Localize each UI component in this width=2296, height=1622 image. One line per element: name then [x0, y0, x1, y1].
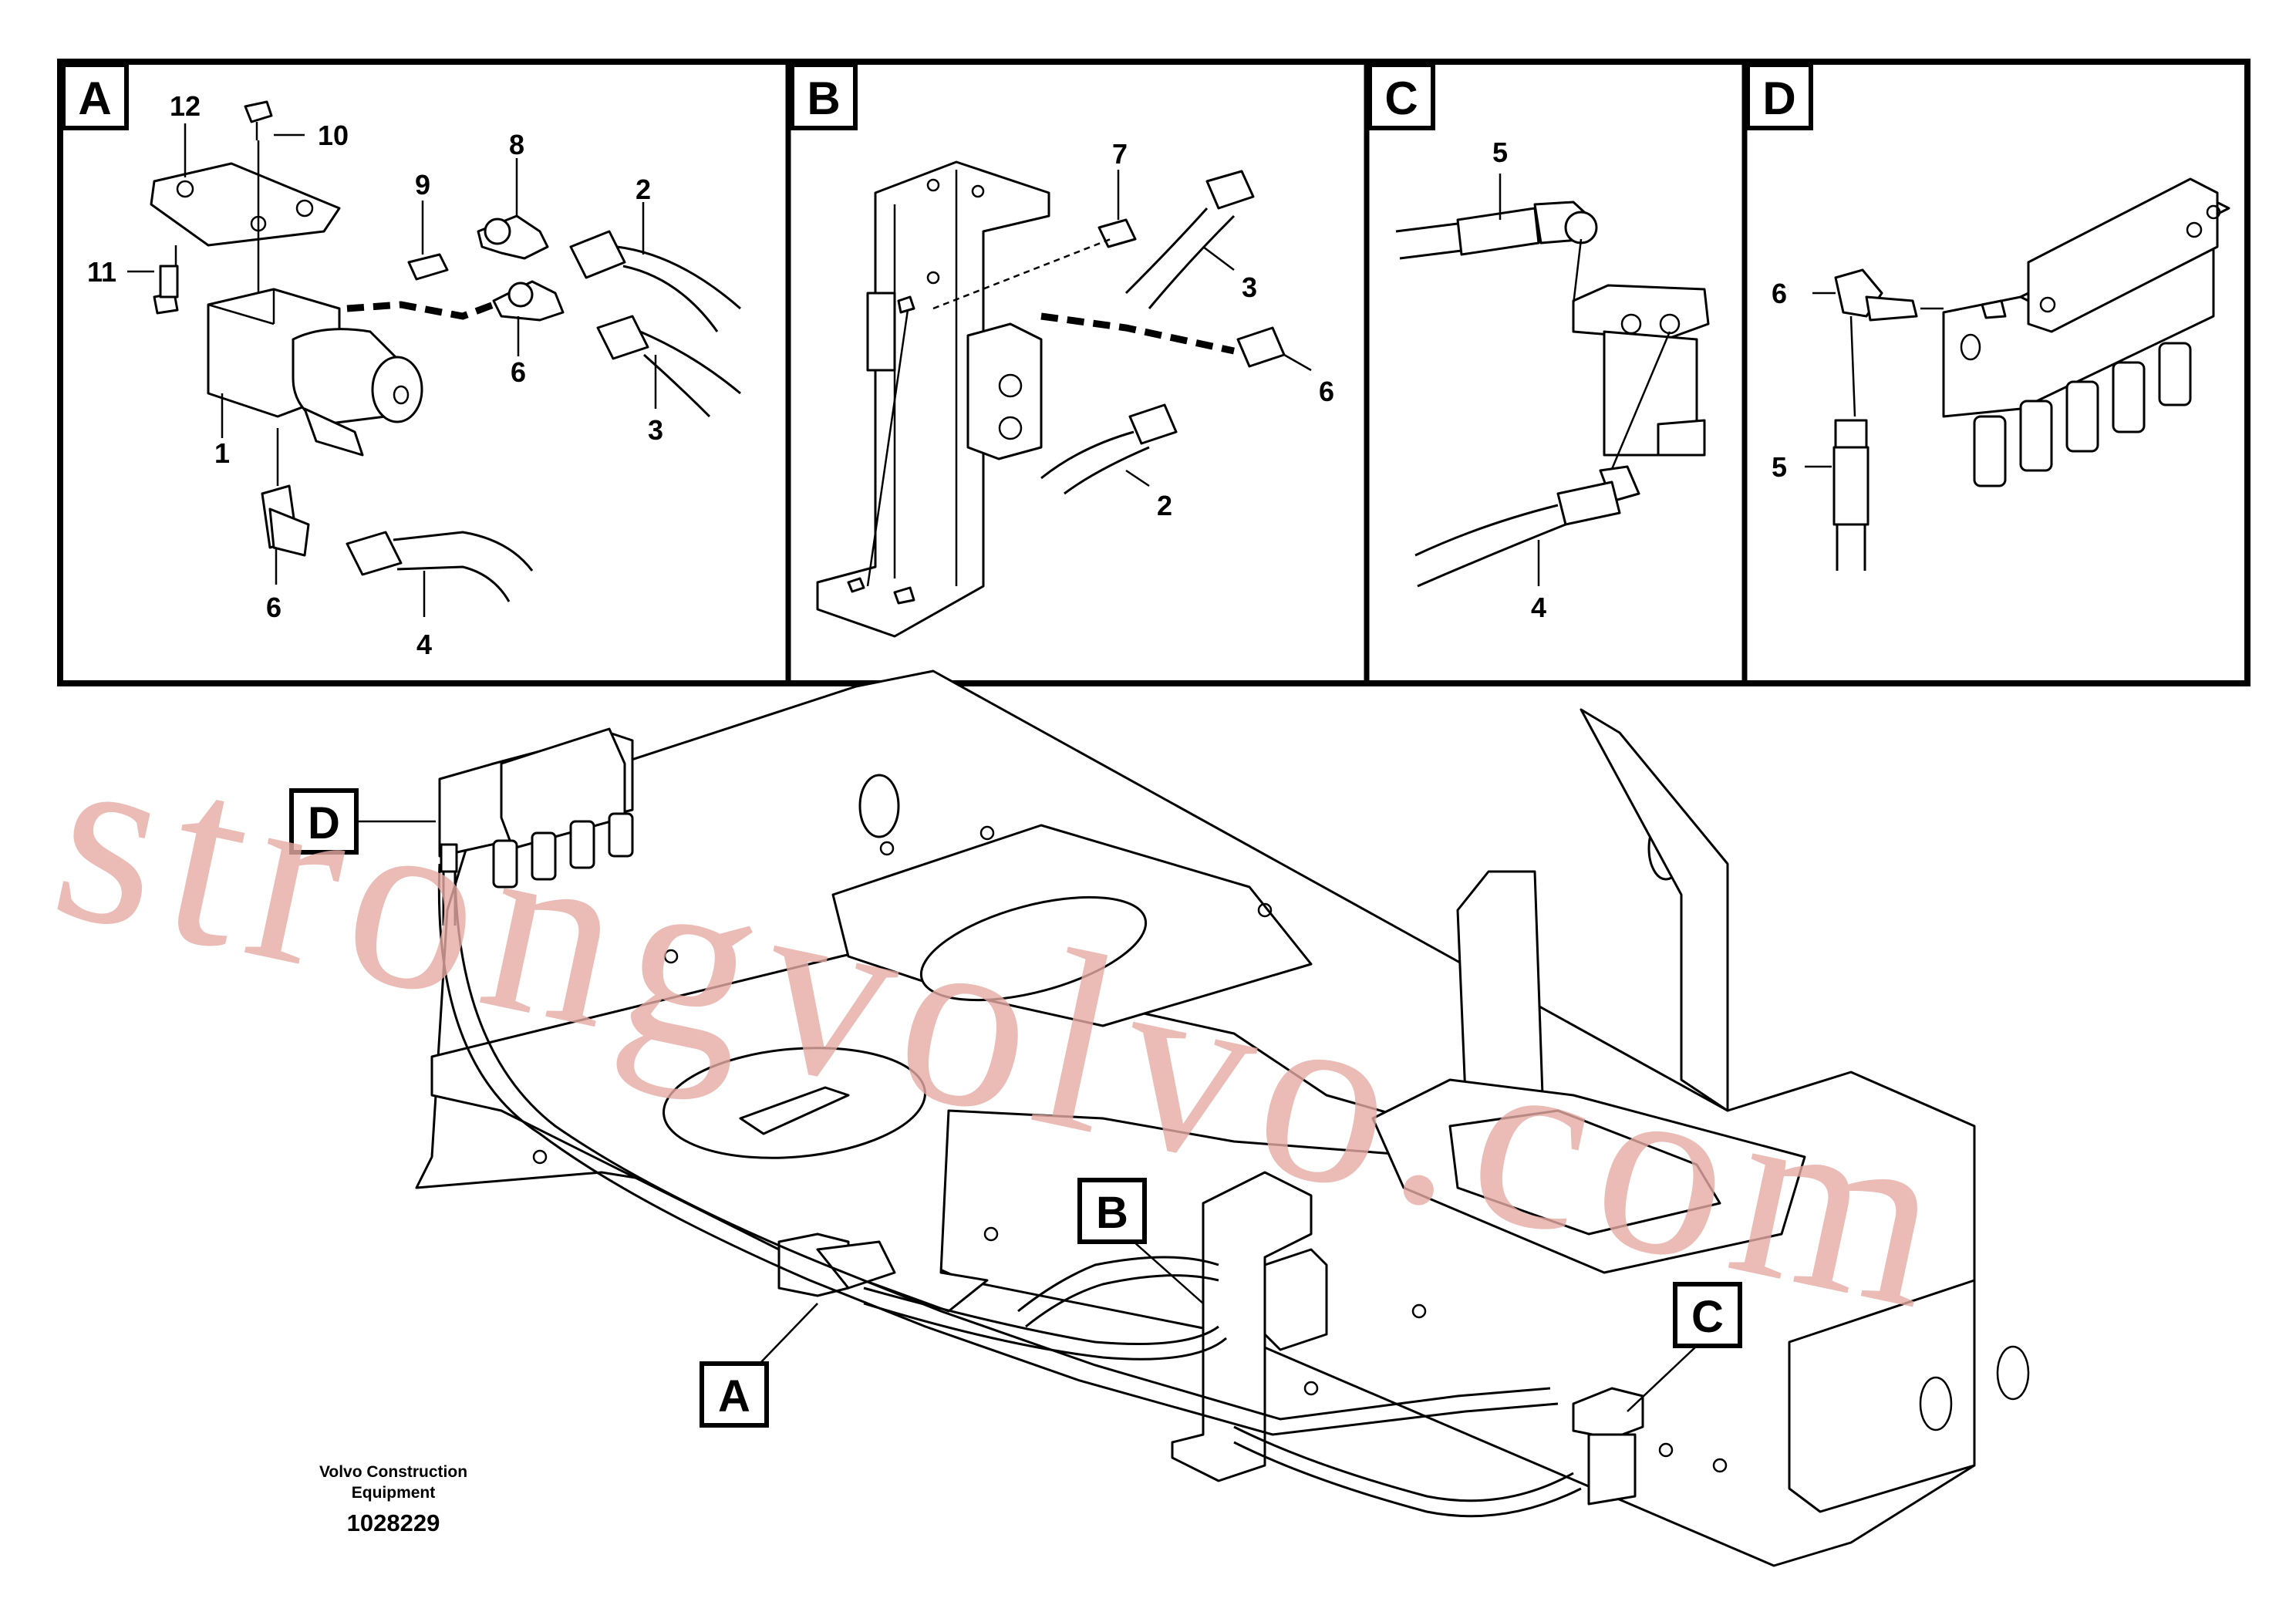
part-number-label: 3	[648, 414, 663, 446]
part-number-label: 10	[318, 120, 349, 151]
part-number-label: 5	[1772, 451, 1787, 483]
callout-b: B	[1096, 1188, 1128, 1238]
part-number-label: 6	[1772, 278, 1787, 309]
part-number-label: 6	[266, 592, 282, 623]
part-number-label: 1	[214, 437, 230, 469]
part-number-label: 4	[416, 629, 432, 660]
company-line-1: Volvo Construction	[319, 1463, 467, 1481]
part-number-label: 2	[1157, 490, 1172, 521]
panel-b-label: B	[807, 73, 840, 124]
main-assembly	[415, 669, 2030, 1567]
callouts: D B A C	[289, 788, 1742, 1428]
part-number-label: 4	[1531, 592, 1546, 623]
panel-c-label: C	[1384, 73, 1418, 124]
callout-d: D	[308, 798, 340, 848]
panel-b: B 7 3 6 2	[790, 62, 1334, 638]
callout-a: A	[718, 1371, 750, 1421]
part-number-label: 12	[170, 90, 201, 122]
part-number-label: 7	[1112, 138, 1128, 170]
part-number-label: 6	[511, 356, 526, 388]
panel-a-label: A	[78, 73, 111, 124]
footer: Volvo Construction Equipment 1028229	[319, 1463, 467, 1536]
panel-d-label: D	[1762, 73, 1795, 124]
drawing-number: 1028229	[347, 1509, 440, 1536]
part-number-label: 8	[509, 129, 524, 160]
part-number-label: 9	[415, 169, 430, 201]
panel-a: A	[61, 62, 741, 660]
part-number-label: 6	[1319, 376, 1334, 407]
panel-c: C 5 4	[1367, 62, 1710, 623]
panel-d: D 6 5	[1745, 62, 2230, 571]
part-number-label: 5	[1492, 137, 1508, 168]
part-number-label: 11	[87, 256, 116, 288]
part-number-label: 3	[1242, 271, 1257, 303]
callout-c: C	[1691, 1292, 1724, 1342]
part-number-label: 2	[636, 174, 651, 205]
company-line-2: Equipment	[352, 1484, 436, 1502]
